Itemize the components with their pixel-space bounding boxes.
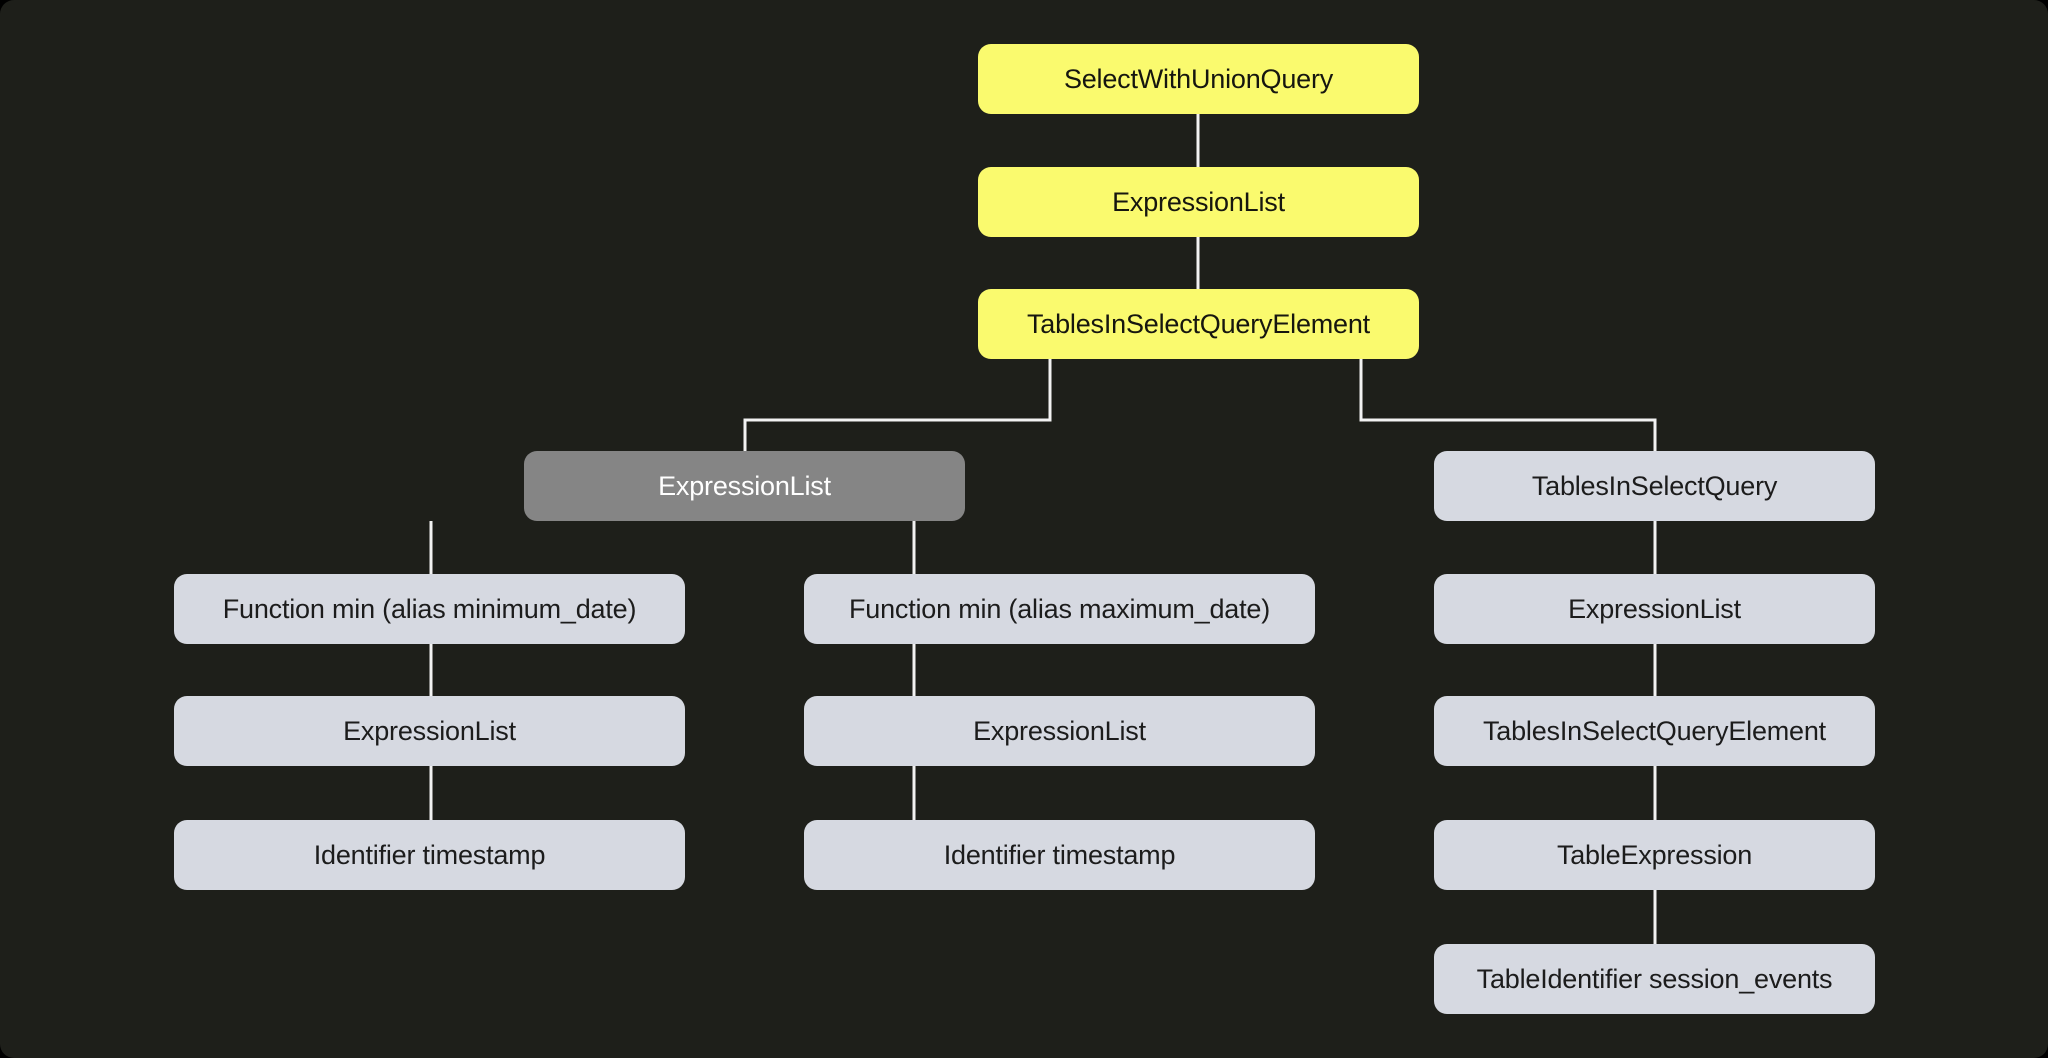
tree-node-label: TablesInSelectQuery: [1531, 470, 1778, 501]
tree-node-label: Function min (alias minimum_date): [222, 593, 637, 624]
tree-node[interactable]: Identifier timestamp: [174, 820, 685, 890]
tree-node-label: ExpressionList: [658, 470, 831, 501]
tree-node[interactable]: TablesInSelectQueryElement: [1434, 696, 1875, 766]
tree-node[interactable]: TableExpression: [1434, 820, 1875, 890]
tree-node[interactable]: ExpressionList: [978, 167, 1419, 237]
tree-node-label: ExpressionList: [1568, 593, 1741, 624]
tree-node-label: ExpressionList: [973, 715, 1146, 746]
tree-node-label: Function min (alias maximum_date): [848, 593, 1271, 624]
tree-node[interactable]: ExpressionList: [804, 696, 1315, 766]
tree-node-label: SelectWithUnionQuery: [1063, 63, 1334, 94]
tree-node-label: ExpressionList: [1112, 186, 1285, 217]
tree-node[interactable]: TablesInSelectQueryElement: [978, 289, 1419, 359]
tree-node[interactable]: TableIdentifier session_events: [1434, 944, 1875, 1014]
tree-node[interactable]: Identifier timestamp: [804, 820, 1315, 890]
tree-node-label: Identifier timestamp: [943, 839, 1176, 870]
tree-node-label: TableExpression: [1556, 839, 1753, 870]
tree-node[interactable]: Function min (alias maximum_date): [804, 574, 1315, 644]
tree-node[interactable]: ExpressionList: [1434, 574, 1875, 644]
tree-edge: [1359, 359, 1657, 451]
tree-node-label: ExpressionList: [343, 715, 516, 746]
tree-node-label: TablesInSelectQueryElement: [1483, 715, 1826, 746]
tree-node-label: Identifier timestamp: [313, 839, 546, 870]
tree-node-label: TablesInSelectQueryElement: [1027, 308, 1370, 339]
tree-node[interactable]: Function min (alias minimum_date): [174, 574, 685, 644]
tree-node-label: TableIdentifier session_events: [1476, 963, 1833, 994]
tree-node[interactable]: ExpressionList: [524, 451, 965, 521]
tree-node[interactable]: TablesInSelectQuery: [1434, 451, 1875, 521]
tree-node[interactable]: ExpressionList: [174, 696, 685, 766]
tree-edge: [743, 359, 1052, 451]
tree-node[interactable]: SelectWithUnionQuery: [978, 44, 1419, 114]
